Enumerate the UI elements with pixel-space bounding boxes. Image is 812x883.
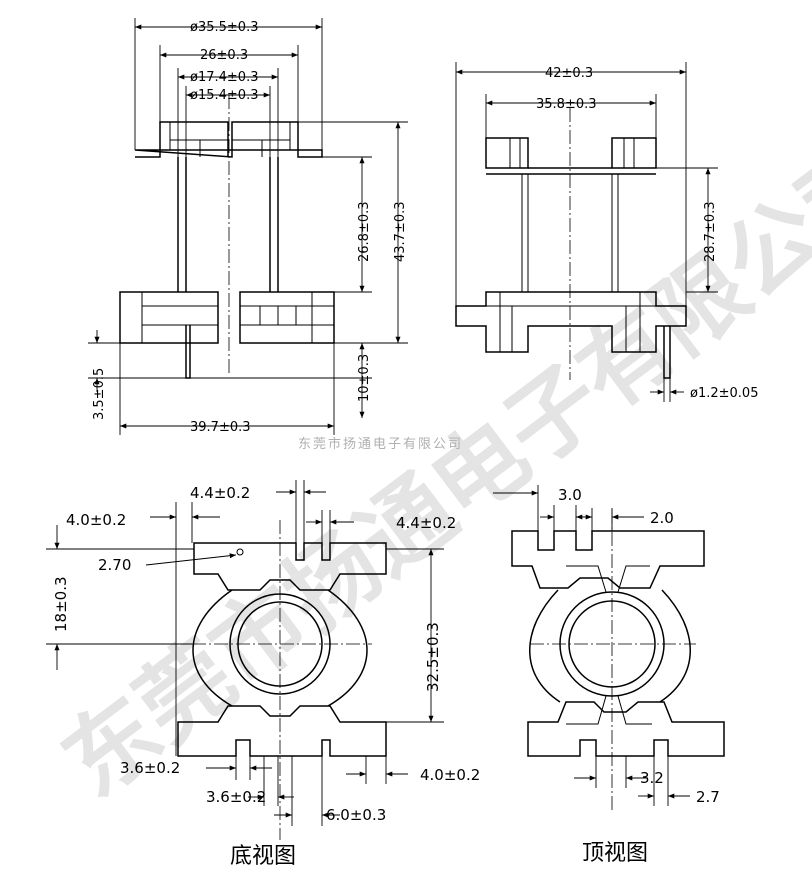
front-view: ø35.5±0.3 26±0.3 ø17.4±0.3 ø15.4±0.3 26.… xyxy=(88,18,408,435)
dim-inner-diameter-15: ø15.4±0.3 xyxy=(190,88,258,103)
dim-height-28-7: 28.7±0.3 xyxy=(703,201,718,262)
dim-width-42: 42±0.3 xyxy=(545,66,593,81)
dim-4-4-top: 4.4±0.2 xyxy=(190,484,250,502)
dim-2-7: 2.7 xyxy=(696,788,720,806)
bottom-view-caption: 底视图 xyxy=(230,844,296,869)
dim-3-0: 3.0 xyxy=(558,486,582,504)
dim-2-0: 2.0 xyxy=(650,509,674,527)
dim-3-6-a: 3.6±0.2 xyxy=(120,759,180,777)
watermark: 东莞市扬通电子有限公司 东莞市扬通电子有限公司 xyxy=(44,123,812,818)
dim-6-0: 6.0±0.3 xyxy=(326,806,386,824)
dim-width-35-8: 35.8±0.3 xyxy=(536,97,597,112)
dim-18: 18±0.3 xyxy=(52,576,70,632)
dim-3-2: 3.2 xyxy=(640,769,664,787)
bottom-view: 4.0±0.2 4.4±0.2 4.4±0.2 2.70 18±0.3 32.5… xyxy=(46,480,480,869)
side-view: 42±0.3 35.8±0.3 28.7±0.3 ø1.2±0.05 xyxy=(455,62,758,402)
dim-4-4-right: 4.4±0.2 xyxy=(396,514,456,532)
dim-inner-diameter-17: ø17.4±0.3 xyxy=(190,70,258,85)
dim-4-0-left: 4.0±0.2 xyxy=(66,511,126,529)
dim-pin-3-5: 3.5±0.5 xyxy=(92,368,107,420)
watermark-large-text: 东莞市扬通电子有限公司 xyxy=(44,123,812,818)
dim-pin-diameter: ø1.2±0.05 xyxy=(690,386,758,401)
dim-height-26-8: 26.8±0.3 xyxy=(357,201,372,262)
dim-pin-length-10: 10±0.3 xyxy=(357,354,372,402)
dim-height-43-7: 43.7±0.3 xyxy=(393,201,408,262)
dim-width-26: 26±0.3 xyxy=(200,48,248,63)
dim-3-6-b: 3.6±0.2 xyxy=(206,788,266,806)
dim-32-5: 32.5±0.3 xyxy=(424,622,442,692)
dim-4-0-right: 4.0±0.2 xyxy=(420,766,480,784)
dim-2-70: 2.70 xyxy=(98,556,131,574)
dim-outer-diameter: ø35.5±0.3 xyxy=(190,20,258,35)
dim-base-39-7: 39.7±0.3 xyxy=(190,420,251,435)
top-view: 3.0 2.0 3.2 2.7 顶视图 xyxy=(493,485,725,866)
watermark-small-text: 东莞市扬通电子有限公司 xyxy=(298,436,463,452)
top-view-caption: 顶视图 xyxy=(582,841,648,866)
